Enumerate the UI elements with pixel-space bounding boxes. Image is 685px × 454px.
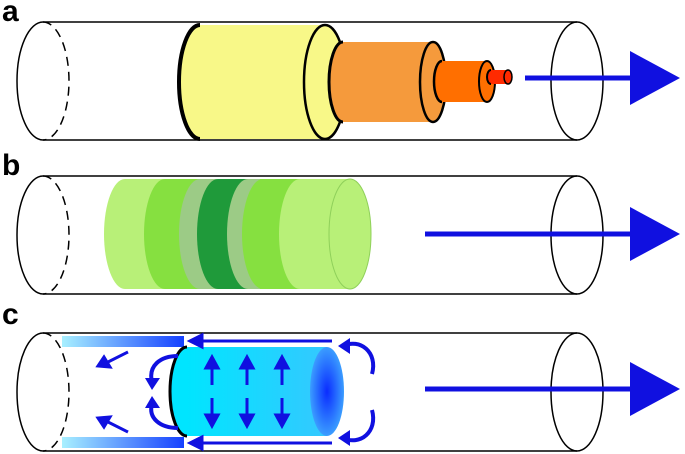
wall-bar-top <box>62 336 184 347</box>
yellow-segment <box>177 23 348 141</box>
flow-arrow-icon <box>425 207 680 261</box>
panel-label-c: c <box>2 298 19 331</box>
tube-a <box>16 21 604 141</box>
tube-c <box>16 332 604 452</box>
flow-arrow-icon <box>525 51 680 105</box>
panel-label-a: a <box>2 0 19 28</box>
cyan-segment <box>168 345 344 438</box>
panel-c <box>16 332 680 452</box>
red-tip <box>486 69 513 85</box>
expansion-arrow-icon <box>203 353 291 430</box>
panel-label-b: b <box>2 149 21 182</box>
orange-segment <box>327 40 448 124</box>
outflow-arrow-icon <box>95 350 129 434</box>
small-orange-segment <box>432 59 496 104</box>
wall-flow-arrow-icon <box>186 332 332 452</box>
wall-bar-bottom <box>62 437 184 448</box>
panel-a <box>16 21 680 141</box>
vortex-arrowhead-icon <box>145 338 350 446</box>
panel-b <box>16 175 680 295</box>
green-banded-segment <box>104 178 372 290</box>
flow-arrow-icon <box>425 362 680 416</box>
